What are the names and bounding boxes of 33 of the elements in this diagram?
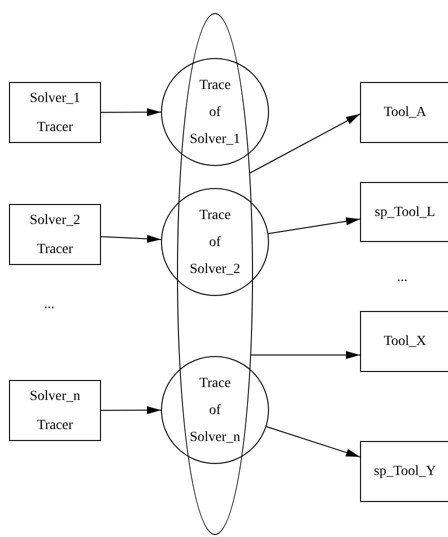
arrow xyxy=(266,426,360,458)
node-text: Tool_A xyxy=(384,104,426,121)
node-text: Tracer xyxy=(36,118,74,136)
ellipsis-label: ... xyxy=(397,270,408,286)
node-text: Tracer xyxy=(36,240,74,258)
arrow xyxy=(100,406,162,414)
node-text: Solver_n xyxy=(30,388,80,404)
process-box xyxy=(9,204,101,265)
arrow xyxy=(100,234,162,243)
node-text: sp_Tool_Y xyxy=(374,463,436,480)
node-text: Solver_1 xyxy=(30,90,80,106)
trace-circle xyxy=(161,188,269,296)
node-text: Trace of Solver_n xyxy=(188,374,242,446)
node-text: Trace of Solver_2 xyxy=(188,206,242,278)
process-box xyxy=(9,380,101,441)
process-box xyxy=(9,82,101,143)
process-box xyxy=(360,441,448,502)
grouping-ellipse xyxy=(177,13,253,535)
node-text: Tool_X xyxy=(384,333,426,350)
node-text: Solver_2 xyxy=(30,212,80,228)
trace-circle xyxy=(161,58,269,166)
arrow xyxy=(268,217,360,234)
arrow xyxy=(250,114,360,174)
node-text: sp_Tool_L xyxy=(374,204,436,220)
process-box xyxy=(360,82,448,143)
ellipsis-label: ... xyxy=(44,297,54,313)
node-text: Trace of Solver_1 xyxy=(188,76,242,148)
arrow xyxy=(100,108,162,116)
node-text: Tracer xyxy=(36,416,74,434)
process-box xyxy=(360,311,448,372)
process-box xyxy=(360,182,448,242)
arrow xyxy=(250,351,360,359)
trace-circle xyxy=(161,356,269,464)
